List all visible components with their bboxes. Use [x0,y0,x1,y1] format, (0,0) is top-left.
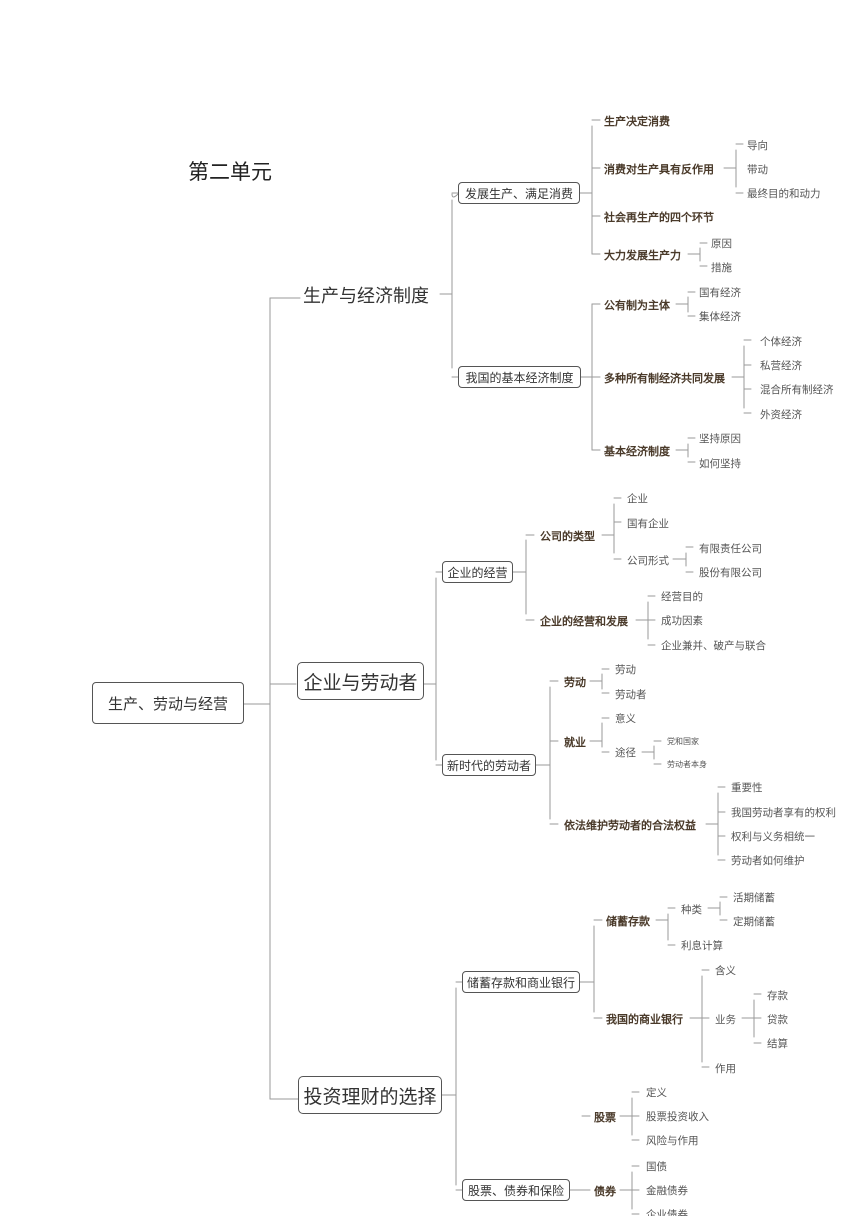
node-four-links: 社会再生产的四个环节 [604,211,714,224]
leaf-collective-economy: 集体经济 [699,311,741,323]
leaf-reasons-to-uphold: 坚持原因 [699,433,741,445]
node-productive-forces: 大力发展生产力 [604,249,681,262]
leaf-deposits: 存款 [767,990,788,1002]
leaf-how-to-protect: 劳动者如何维护 [731,855,805,867]
leaf-rights-duties: 权利与义务相统一 [731,831,815,843]
leaf-importance: 重要性 [731,782,763,794]
leaf-types: 种类 [681,904,702,916]
branch-enterprise-operation: 企业的经营 [442,561,513,583]
leaf-treasury-bonds: 国债 [646,1161,667,1173]
leaf-mixed-ownership: 混合所有制经济 [760,384,834,396]
leaf-reason: 原因 [711,238,732,250]
leaf-business: 业务 [715,1014,736,1026]
leaf-company-form: 公司形式 [627,555,669,567]
branch-savings-banks: 储蓄存款和商业银行 [462,971,580,993]
node-consumption-reacts-production: 消费对生产具有反作用 [604,163,714,176]
leaf-stock-income: 股票投资收入 [646,1111,709,1123]
leaf-state-economy: 国有经济 [699,287,741,299]
leaf-enterprise: 企业 [627,493,648,505]
leaf-merger-bankruptcy: 企业兼并、破产与联合 [661,640,766,652]
leaf-worker-rights: 我国劳动者享有的权利 [731,807,836,819]
node-multiple-ownership: 多种所有制经济共同发展 [604,372,725,385]
leaf-individual-economy: 个体经济 [760,336,802,348]
root-node: 生产、劳动与经营 [92,682,244,724]
leaf-definition: 含义 [715,965,736,977]
node-bonds: 债券 [594,1185,616,1198]
node-protect-worker-rights: 依法维护劳动者的合法权益 [564,819,696,832]
leaf-workers-themselves: 劳动者本身 [667,760,707,769]
branch-stocks-bonds-insurance: 股票、债券和保险 [462,1179,570,1201]
leaf-limited-liability: 有限责任公司 [699,543,762,555]
node-production-determines-consumption: 生产决定消费 [604,115,670,128]
topic-enterprise-labor: 企业与劳动者 [297,662,424,700]
node-labor: 劳动 [564,676,586,689]
leaf-demand-deposit: 活期储蓄 [733,892,775,904]
leaf-significance: 意义 [615,713,636,725]
leaf-interest-calc: 利息计算 [681,940,723,952]
topic-production-economic-system: 生产与经济制度 [303,286,429,307]
leaf-ultimate-goal: 最终目的和动力 [747,188,821,200]
leaf-party-and-state: 党和国家 [667,737,699,746]
leaf-guide: 导向 [747,140,768,152]
leaf-time-deposit: 定期储蓄 [733,916,775,928]
leaf-financial-bonds: 金融债券 [646,1185,688,1197]
leaf-path: 途径 [615,747,636,759]
branch-basic-economic-system: 我国的基本经济制度 [458,366,581,388]
leaf-settlement: 结算 [767,1038,788,1050]
leaf-success-factors: 成功因素 [661,615,703,627]
topic-investment-choice: 投资理财的选择 [298,1076,442,1114]
leaf-labor: 劳动 [615,664,636,676]
leaf-state-enterprise: 国有企业 [627,518,669,530]
leaf-drive: 带动 [747,164,768,176]
unit-title: 第二单元 [188,160,272,184]
node-commercial-banks: 我国的商业银行 [606,1013,683,1026]
node-stocks: 股票 [594,1111,616,1124]
node-basic-system: 基本经济制度 [604,445,670,458]
leaf-corporate-bonds: 企业债券 [646,1209,688,1216]
node-public-ownership: 公有制为主体 [604,299,670,312]
leaf-stock-definition: 定义 [646,1087,667,1099]
node-company-types: 公司的类型 [540,530,595,543]
leaf-laborer: 劳动者 [615,689,647,701]
leaf-function: 作用 [715,1063,736,1075]
leaf-loans: 贷款 [767,1014,788,1026]
branch-new-era-workers: 新时代的劳动者 [442,754,536,776]
node-employment: 就业 [564,736,586,749]
leaf-risk-role: 风险与作用 [646,1135,699,1147]
node-savings-deposits: 储蓄存款 [606,915,650,928]
leaf-joint-stock: 股份有限公司 [699,567,762,579]
leaf-business-goal: 经营目的 [661,591,703,603]
leaf-measures: 措施 [711,262,732,274]
leaf-how-to-uphold: 如何坚持 [699,458,741,470]
leaf-private-economy: 私营经济 [760,360,802,372]
branch-develop-production: 发展生产、满足消费 [458,182,580,204]
leaf-foreign-economy: 外资经济 [760,409,802,421]
node-operation-development: 企业的经营和发展 [540,615,628,628]
